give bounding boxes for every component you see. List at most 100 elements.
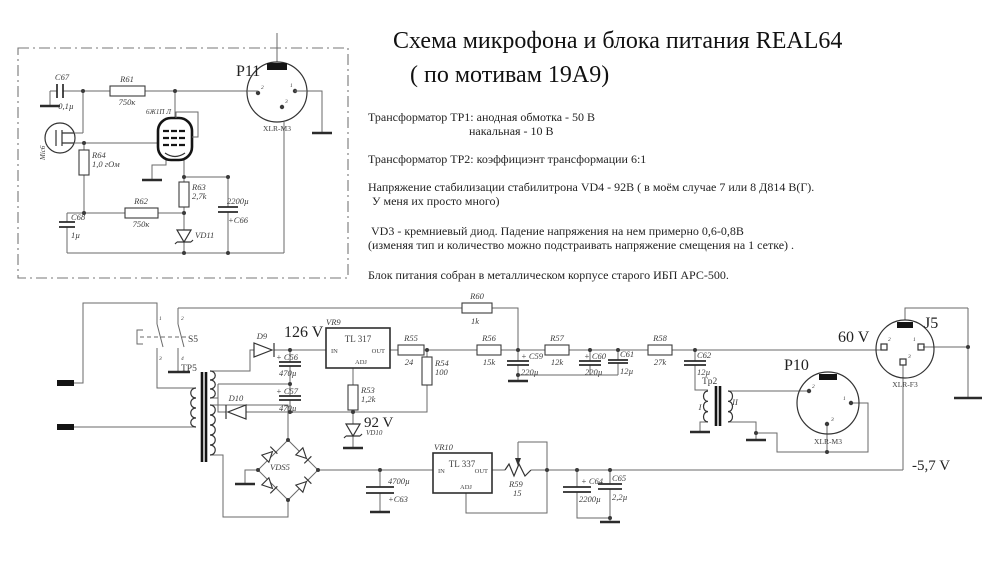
capacitor-c57: + C57 470µ bbox=[276, 386, 301, 413]
j5-pin2: 2 bbox=[888, 337, 891, 343]
transformer-tp2: Tp2 I II bbox=[698, 377, 739, 426]
vr9-label: VR9 bbox=[326, 317, 341, 327]
note-vd4-line2: У меня их просто много) bbox=[372, 194, 500, 208]
voltage-60: 60 V bbox=[838, 329, 870, 346]
capacitor-c56: + C56 470µ bbox=[276, 352, 301, 378]
note-tr1-anode: Трансформатор ТР1: анодная обмотка - 50 … bbox=[368, 110, 596, 124]
capacitor-c67: C67 0,1µ bbox=[55, 72, 74, 111]
regulator-vr10: VR10 TL 337 IN OUT ADJ bbox=[432, 442, 493, 494]
r56-label: R56 bbox=[481, 333, 496, 343]
r63-label: R63 bbox=[191, 182, 206, 192]
capacitor-c60: + C60 220µ bbox=[579, 351, 607, 377]
p10-type: XLR-M3 bbox=[814, 437, 842, 446]
j5-pin1: 1 bbox=[913, 337, 916, 343]
mic-grounds bbox=[40, 104, 332, 182]
capacitor-c63: 4700µ +C63 bbox=[366, 476, 410, 504]
c64-value: 2200µ bbox=[579, 494, 601, 504]
tp2-winding2: II bbox=[731, 397, 739, 407]
page-title: Схема микрофона и блока питания REAL64 bbox=[393, 28, 843, 54]
zener-vd10: 92 V VD10 bbox=[343, 415, 393, 439]
r59-value: 15 bbox=[513, 488, 522, 498]
r62-label: R62 bbox=[133, 196, 148, 206]
vr10-chip: TL 337 bbox=[449, 459, 476, 469]
voltage-126: 126 V bbox=[284, 324, 324, 341]
r59-label: R59 bbox=[508, 479, 523, 489]
vr10-adj: ADJ bbox=[460, 484, 472, 491]
terminal-1 bbox=[57, 380, 74, 386]
note-tr1-heater: накальная - 10 В bbox=[469, 124, 554, 138]
c61-label: C61 bbox=[620, 349, 634, 359]
resistor-r62: R62 750к bbox=[124, 196, 159, 229]
vr9-out: OUT bbox=[372, 348, 385, 355]
j5-type: XLR-F3 bbox=[892, 380, 918, 389]
note-case: Блок питания собран в металлическом корп… bbox=[368, 268, 729, 282]
r60-value: 1k bbox=[471, 316, 479, 326]
r63-value: 2,7k bbox=[192, 191, 207, 201]
psu-grounds bbox=[168, 370, 982, 524]
xlr-notch bbox=[897, 322, 913, 328]
c57-value: 470µ bbox=[279, 403, 297, 413]
transformer-tp5: TP5 bbox=[181, 364, 216, 462]
c57-label: + C57 bbox=[276, 386, 299, 396]
regulator-vr9: VR9 TL 317 IN OUT ADJ bbox=[325, 317, 391, 369]
resistor-r55: R55 24 bbox=[397, 333, 425, 367]
r57-label: R57 bbox=[549, 333, 564, 343]
vd10-label: VD10 bbox=[366, 429, 383, 437]
c56-label: + C56 bbox=[276, 352, 299, 362]
tp2-label: Tp2 bbox=[702, 377, 718, 387]
s5-label: S5 bbox=[188, 335, 198, 345]
p10-pin3: 3 bbox=[830, 417, 834, 423]
connector-p11: P11 2 1 3 XLR-M3 bbox=[236, 61, 308, 133]
s5-pin4: 4 bbox=[181, 355, 184, 362]
c63-label: +C63 bbox=[388, 494, 408, 504]
r60-label: R60 bbox=[469, 291, 484, 301]
r57-value: 12k bbox=[551, 357, 564, 367]
c60-value: 220µ bbox=[585, 367, 603, 377]
c68-value: 1µ bbox=[71, 230, 80, 240]
vr10-label: VR10 bbox=[434, 442, 454, 452]
vds5-label: VDS5 bbox=[270, 462, 290, 472]
r61-label: R61 bbox=[119, 74, 134, 84]
capacitor-c62: C62 12µ bbox=[684, 350, 712, 377]
capacitor-c59: + C59 220µ bbox=[507, 351, 544, 377]
note-tr2: Трансформатор ТР2: коэффициэнт трансформ… bbox=[368, 152, 647, 166]
s5-pin3: 3 bbox=[158, 356, 162, 362]
resistor-r58: R58 27k bbox=[647, 333, 673, 367]
diode-d10: D10 bbox=[225, 393, 247, 420]
page-subtitle: ( по мотивам 19А9) bbox=[410, 62, 610, 88]
vr9-in: IN bbox=[331, 348, 338, 355]
d10-label: D10 bbox=[228, 393, 244, 403]
resistor-r54: R54 100 bbox=[421, 356, 449, 386]
tp2-winding1: I bbox=[698, 402, 703, 412]
mains-terminals bbox=[57, 380, 74, 430]
vr10-out: OUT bbox=[475, 468, 488, 475]
note-vd3-line2: (изменяя тип и количество можно подстраи… bbox=[368, 238, 795, 252]
note-vd4-line1: Напряжение стабилизации стабилитрона VD4… bbox=[368, 180, 815, 194]
r64-label: R64 bbox=[91, 150, 106, 160]
psu-wires bbox=[74, 302, 969, 522]
p11-type: XLR-M3 bbox=[263, 124, 291, 133]
microphone-circuit: C67 0,1µ R61 750к Mic6 R64 1,0 гОм bbox=[17, 33, 349, 279]
xlr-notch bbox=[819, 374, 837, 380]
capacitor-c68: C68 1µ bbox=[59, 212, 86, 240]
capacitor-c65: C65 2,2µ bbox=[598, 473, 628, 502]
resistor-r61: R61 750к bbox=[109, 74, 146, 107]
r56-value: 15k bbox=[483, 357, 496, 367]
capacitor-c64: + C64 2200µ bbox=[563, 476, 604, 504]
psu-circuit: S5 1 2 3 4 TP5 D9 D10 bbox=[57, 291, 982, 524]
resistor-r63: R63 2,7k bbox=[178, 181, 207, 208]
p11-label: P11 bbox=[236, 63, 260, 80]
r53-value: 1,2k bbox=[361, 394, 376, 404]
connector-j5: J5 2 1 3 XLR-F3 bbox=[875, 315, 938, 389]
p10-pin2: 2 bbox=[812, 384, 815, 390]
s5-pin2: 2 bbox=[181, 316, 184, 322]
c63-value: 4700µ bbox=[388, 476, 410, 486]
vr9-chip: TL 317 bbox=[345, 334, 372, 344]
resistor-r53: R53 1,2k bbox=[347, 384, 376, 411]
c60-label: + C60 bbox=[584, 351, 607, 361]
p10-label: P10 bbox=[784, 357, 809, 374]
c64-label: + C64 bbox=[581, 476, 604, 486]
p11-pin2: 2 bbox=[261, 85, 264, 91]
capacitor-c61: C61 12µ bbox=[608, 349, 634, 376]
r55-label: R55 bbox=[403, 333, 418, 343]
